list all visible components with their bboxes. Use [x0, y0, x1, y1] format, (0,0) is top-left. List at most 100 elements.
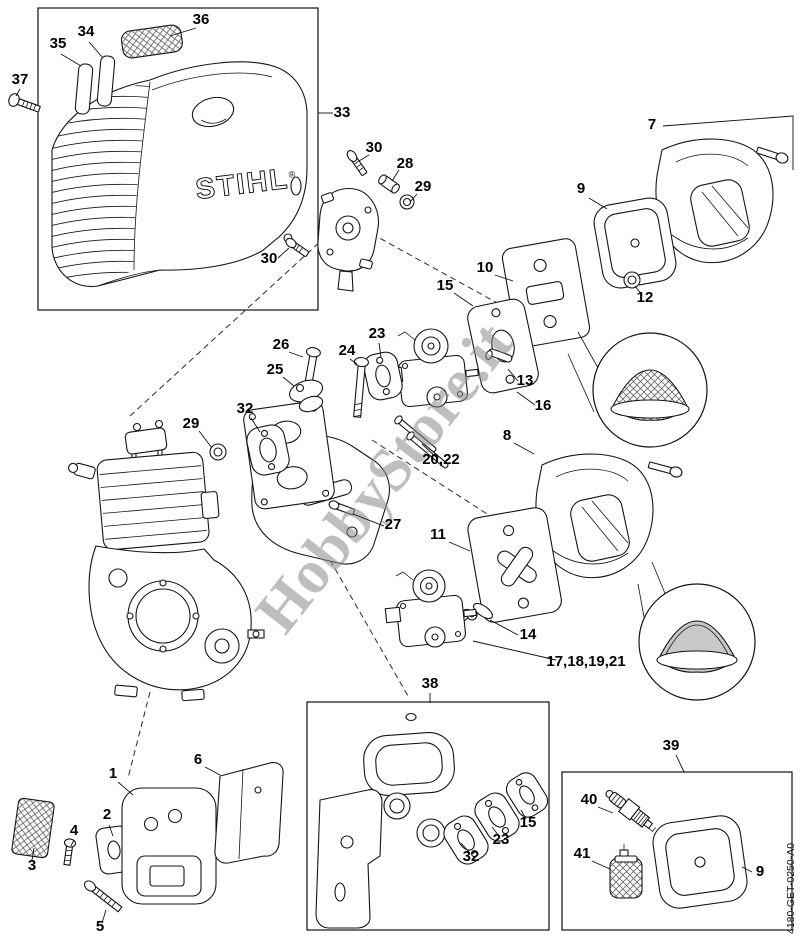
screw-27	[328, 500, 356, 516]
callout-25: 25	[267, 361, 284, 378]
callout-35: 35	[50, 35, 67, 52]
brand-registered-mark: ®	[288, 169, 296, 180]
filter-base-11	[467, 507, 562, 623]
callout-28: 28	[397, 155, 414, 172]
screw-26	[304, 347, 321, 384]
bolts-20-22	[394, 415, 449, 469]
callout-26: 26	[273, 336, 290, 353]
assembly-box-33	[37, 7, 319, 311]
callout-1: 1	[109, 765, 117, 782]
fuel-filter-41	[609, 844, 643, 899]
gasket-15-kit	[505, 772, 549, 818]
callout-41: 41	[574, 845, 591, 862]
grommet-12	[623, 271, 641, 289]
cover-gasket-ring	[363, 731, 455, 797]
gasket-3	[11, 797, 55, 859]
callout-12: 12	[637, 289, 654, 306]
callout-30-top: 30	[366, 139, 383, 156]
bracket-assembly	[285, 150, 415, 292]
document-code: 4180-GET-0250-A0	[785, 843, 797, 934]
air-filter-assembly-top	[467, 138, 789, 394]
nut-29-top	[399, 194, 415, 210]
callout-10: 10	[477, 259, 494, 276]
screw-37	[8, 93, 41, 113]
callout-11: 11	[430, 526, 446, 543]
carb-spacer	[124, 427, 168, 455]
callout-15-top: 15	[437, 277, 454, 294]
callout-23-mid: 23	[369, 325, 386, 342]
spark-plug-boss	[68, 462, 96, 480]
gasket-23-mid	[363, 351, 403, 401]
screw-24	[353, 357, 369, 418]
sheet-gasket	[315, 789, 383, 929]
air-filter-assembly-bottom	[450, 453, 683, 626]
callout-32-mid: 32	[237, 400, 254, 417]
screw-7	[756, 146, 789, 164]
gasket-kit-box	[306, 701, 550, 931]
nut-29-mid	[209, 443, 227, 461]
callout-2: 2	[103, 806, 111, 823]
swivel-25	[288, 379, 324, 413]
gasket-23-kit	[474, 792, 520, 842]
callout-15-kit: 15	[520, 814, 537, 831]
callout-27: 27	[385, 516, 402, 533]
callout-4: 4	[70, 822, 79, 839]
gasket-32-mid	[246, 424, 290, 476]
callout-13: 13	[517, 372, 534, 389]
callout-labels: 36 34 35 37 33 30 28 29 30 7 9 10 15 12 …	[12, 11, 765, 935]
cover-slot	[290, 176, 302, 196]
callout-32-kit: 32	[463, 848, 480, 865]
engine-assembly	[68, 419, 265, 702]
callout-38: 38	[422, 675, 439, 692]
service-kit-box	[561, 771, 793, 931]
stud-13	[485, 348, 513, 363]
screw-4	[63, 838, 77, 866]
engine-cover-assembly: STIHL ®	[8, 7, 319, 311]
grip-pad-36	[120, 24, 183, 59]
choke-opening	[191, 96, 235, 128]
callout-17-18-19-21: 17,18,19,21	[546, 653, 625, 670]
sleeve-28	[378, 174, 400, 194]
callout-33: 33	[334, 104, 351, 121]
muffler-assembly	[11, 762, 284, 913]
callout-39: 39	[663, 737, 680, 754]
assembly-box-38	[306, 701, 550, 931]
callout-7: 7	[648, 116, 656, 133]
screw-30-top	[346, 150, 368, 176]
screw-5	[83, 880, 123, 913]
callout-16: 16	[535, 397, 552, 414]
callout-23-kit: 23	[493, 831, 510, 848]
filter-element-9	[593, 197, 677, 289]
callout-9-top: 9	[577, 180, 585, 197]
filter-detail-circle-bottom	[637, 561, 756, 701]
muffler-1	[121, 787, 217, 905]
gasket-15-top	[467, 298, 539, 394]
callout-5: 5	[96, 918, 104, 935]
gasket-32-kit	[443, 815, 489, 865]
screw-8	[647, 461, 683, 478]
filter-detail-circle-top	[567, 331, 708, 448]
callout-9-kit: 9	[756, 863, 764, 880]
callout-8: 8	[503, 427, 511, 444]
air-filter-9-kit	[652, 815, 748, 909]
carburetor-bottom	[384, 569, 477, 648]
deflector-6	[214, 762, 284, 864]
callout-29-top: 29	[415, 178, 432, 195]
seal-ring-a	[383, 792, 411, 820]
intake-mount-group	[209, 347, 403, 565]
trim-strip-35	[74, 63, 94, 115]
callout-24: 24	[339, 342, 356, 359]
assembly-box-39	[561, 771, 793, 931]
spark-plug-40	[605, 789, 656, 833]
callout-6: 6	[194, 751, 202, 768]
callout-30-lower: 30	[261, 250, 278, 267]
callout-3: 3	[28, 857, 36, 874]
cylinder	[96, 451, 210, 551]
callout-40: 40	[581, 791, 598, 808]
trim-strip-34	[96, 55, 116, 107]
callout-36: 36	[193, 11, 210, 28]
callout-37: 37	[12, 71, 29, 88]
screw-30-lower	[285, 237, 310, 258]
